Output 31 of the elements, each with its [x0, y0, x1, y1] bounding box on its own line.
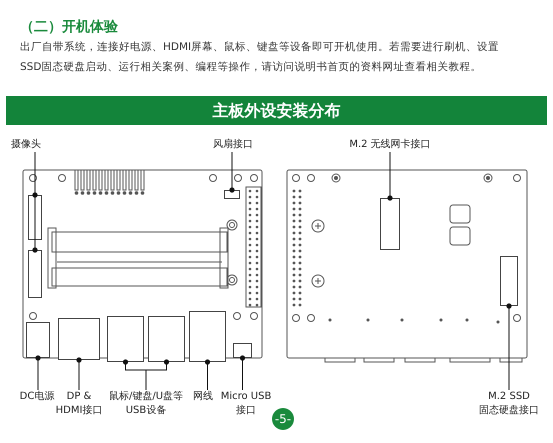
leader-line	[240, 355, 246, 390]
leader-line	[146, 359, 170, 390]
hdmi-port	[58, 318, 100, 360]
leader-line	[204, 359, 210, 390]
m2-slot	[380, 198, 400, 250]
fan-header	[224, 190, 240, 199]
callout-label: DC电源	[17, 390, 57, 404]
camera-connector	[28, 195, 42, 240]
callout-label: M.2 SSD 固态硬盘接口	[476, 390, 542, 418]
callout-label: 摄像头	[6, 138, 46, 152]
usb-port	[148, 316, 185, 362]
section-banner: 主板外设安装分布	[6, 96, 547, 125]
callout-label: 风扇接口	[210, 138, 256, 152]
paragraph: 出厂自带系统，连接好电源、HDMI屏幕、鼠标、键盘等设备即可开机使用。若需要进行刷机、设置SSD固态硬盘启动、运行相关案例、编程等操作，请访问说明书首页的资料网址查看相关教程。	[20, 40, 500, 75]
callout-label: M.2 无线网卡接口	[345, 138, 435, 152]
m2-slot	[500, 256, 518, 306]
callout-label: 网线	[191, 390, 215, 404]
ethernet-port	[189, 311, 226, 362]
section-heading: （二）开机体验	[20, 18, 118, 36]
micro-usb-port	[233, 343, 252, 358]
leader-line	[506, 303, 512, 390]
leader-line	[76, 357, 82, 390]
leader-line	[387, 152, 393, 201]
leader-line	[35, 355, 41, 390]
callout-label: Micro USB 接口	[218, 390, 274, 418]
callout-label: 鼠标/键盘/U盘等 USB设备	[106, 390, 186, 418]
usb-port	[107, 316, 144, 362]
page-number: -5-	[272, 408, 294, 430]
leader-line	[229, 152, 235, 193]
camera-connector	[28, 250, 42, 298]
dc-jack	[26, 322, 50, 358]
